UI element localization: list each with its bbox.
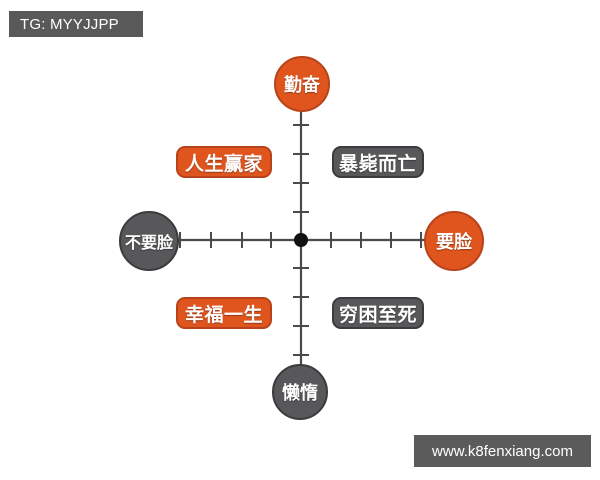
quadrant-label-q3[interactable]: 幸福一生 [176,297,272,329]
quadrant-label-q2[interactable]: 人生赢家 [176,146,272,178]
axis-endpoint-y-negative[interactable]: 懒惰 [272,364,328,420]
site-watermark: www.k8fenxiang.com [414,435,591,467]
quadrant-label-q3-text: 幸福一生 [184,303,263,326]
quadrant-label-q2-text: 人生赢家 [184,152,263,175]
x-axis-ticks [179,232,422,248]
axis-endpoint-x-negative-label: 不要脸 [124,233,173,252]
tg-badge: TG: MYYJJPP [9,11,143,37]
origin-dot [294,233,308,247]
y-axis-ticks [293,124,309,356]
quadrant-label-q1-text: 暴毙而亡 [338,152,417,175]
quadrant-label-q1[interactable]: 暴毙而亡 [332,146,424,178]
axis-endpoint-x-positive-label: 要脸 [436,232,472,253]
quadrant-label-q4-text: 穷困至死 [338,303,417,326]
axis-endpoint-y-negative-label: 懒惰 [282,383,318,404]
axis-endpoint-y-positive-label: 勤奋 [284,75,320,96]
axis-endpoint-x-positive[interactable]: 要脸 [424,211,484,271]
axis-endpoint-y-positive[interactable]: 勤奋 [274,56,330,112]
axis-endpoint-x-negative[interactable]: 不要脸 [119,211,179,271]
quadrant-label-q4[interactable]: 穷困至死 [332,297,424,329]
